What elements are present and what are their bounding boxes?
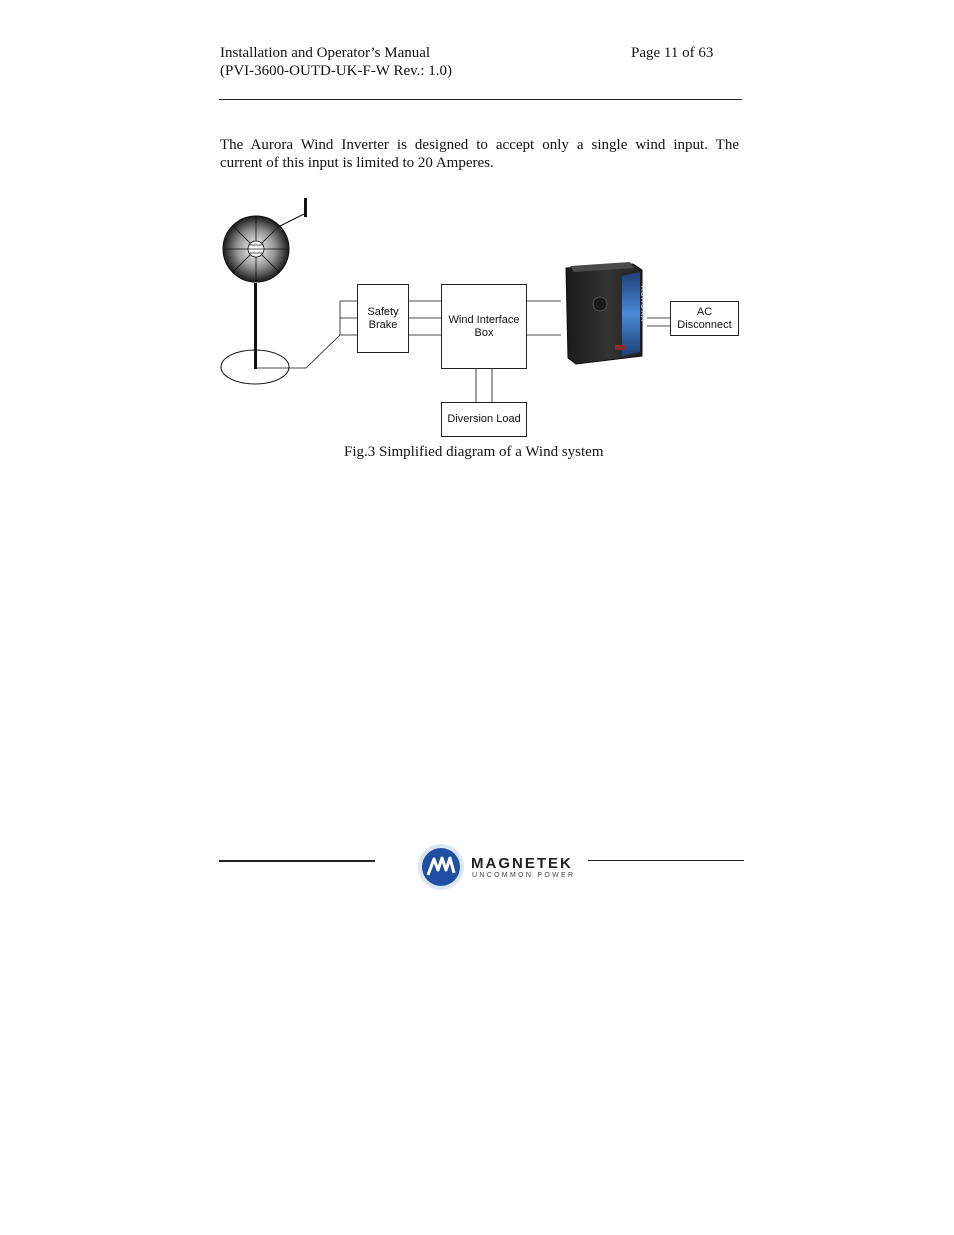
magnetek-tagline: UNCOMMON POWER <box>472 872 576 879</box>
ac-disconnect-line1: AC <box>696 305 713 318</box>
inverter-brand-label: AURORA <box>639 286 646 322</box>
aurora-inverter-icon <box>565 262 643 365</box>
intro-paragraph-line1: The Aurora Wind Inverter is designed to … <box>220 137 739 153</box>
diversion-load-box: Diversion Load <box>441 402 527 437</box>
intro-paragraph: The Aurora Wind Inverter is designed to … <box>220 136 739 172</box>
header-rule <box>219 99 742 100</box>
intro-paragraph-line2: current of this input is limited to 20 A… <box>220 155 494 171</box>
magnetek-wordmark: MAGNETEK <box>471 855 573 872</box>
footer-rule-left <box>219 860 375 862</box>
page-number: Page 11 of 63 <box>631 45 714 61</box>
safety-brake-line1: Safety <box>367 305 399 318</box>
wind-interface-box: Wind Interface Box <box>441 284 527 369</box>
manual-title-line1: Installation and Operator’s Manual <box>220 45 431 61</box>
wind-interface-line2: Box <box>474 326 494 339</box>
figure-caption: Fig.3 Simplified diagram of a Wind syste… <box>344 444 604 460</box>
manual-title: Installation and Operator’s Manual (PVI-… <box>220 44 452 80</box>
safety-brake-box: Safety Brake <box>357 284 409 353</box>
wind-turbine-icon <box>220 198 357 385</box>
wind-interface-line1: Wind Interface <box>448 313 520 326</box>
footer-rule-right <box>588 860 744 861</box>
wind-system-diagram: Safety Brake Wind Interface Box AC Disco… <box>0 0 954 470</box>
ac-disconnect-line2: Disconnect <box>677 318 732 331</box>
ac-disconnect-box: AC Disconnect <box>670 301 739 336</box>
safety-brake-line2: Brake <box>368 318 398 331</box>
magnetek-logo-icon <box>417 843 465 891</box>
manual-title-line2: (PVI-3600-OUTD-UK-F-W Rev.: 1.0) <box>220 63 453 79</box>
diagram-lines <box>220 198 670 402</box>
